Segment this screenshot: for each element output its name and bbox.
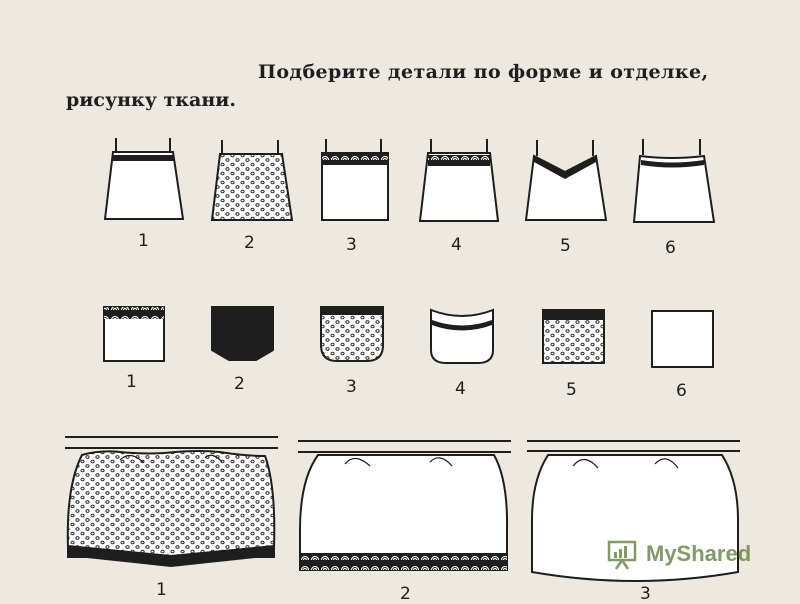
skirt-2 <box>298 440 511 571</box>
task-line-1: Подберите детали по форме и отделке, <box>258 61 709 83</box>
pocket-2 <box>211 306 274 361</box>
pocket-label-3: 3 <box>346 377 357 397</box>
skirt-label-1: 1 <box>156 580 167 600</box>
bodice-5 <box>524 140 608 221</box>
myshared-watermark: MyShared <box>606 537 751 571</box>
skirt-3 <box>527 440 740 582</box>
pocket-label-2: 2 <box>234 374 245 394</box>
pocket-4 <box>430 308 494 364</box>
bodice-6 <box>632 139 716 223</box>
bodice-label-6: 6 <box>665 238 676 258</box>
skirt-label-2: 2 <box>400 584 411 604</box>
pocket-6 <box>651 310 714 368</box>
pocket-label-1: 1 <box>126 372 137 392</box>
pocket-3 <box>320 306 384 362</box>
bodice-label-4: 4 <box>451 235 462 255</box>
pocket-label-6: 6 <box>676 381 687 401</box>
bodice-label-1: 1 <box>138 231 149 251</box>
bodice-4 <box>418 139 500 222</box>
bodice-2 <box>210 140 294 221</box>
pocket-label-4: 4 <box>455 379 466 399</box>
bodice-1 <box>103 138 185 220</box>
bodice-3 <box>321 139 389 221</box>
pocket-5 <box>542 309 605 364</box>
watermark-text: MyShared <box>646 541 752 566</box>
task-text: Подберите детали по форме и отделке, рис… <box>66 58 766 114</box>
presentation-chart-icon <box>607 540 637 570</box>
pocket-label-5: 5 <box>566 380 577 400</box>
skirt-1 <box>65 436 278 567</box>
bodice-label-3: 3 <box>346 235 357 255</box>
bodice-label-2: 2 <box>244 233 255 253</box>
bodice-label-5: 5 <box>560 236 571 256</box>
skirt-label-3: 3 <box>640 584 651 604</box>
task-line-2: рисунку ткани. <box>66 89 236 111</box>
pocket-1 <box>103 306 165 362</box>
